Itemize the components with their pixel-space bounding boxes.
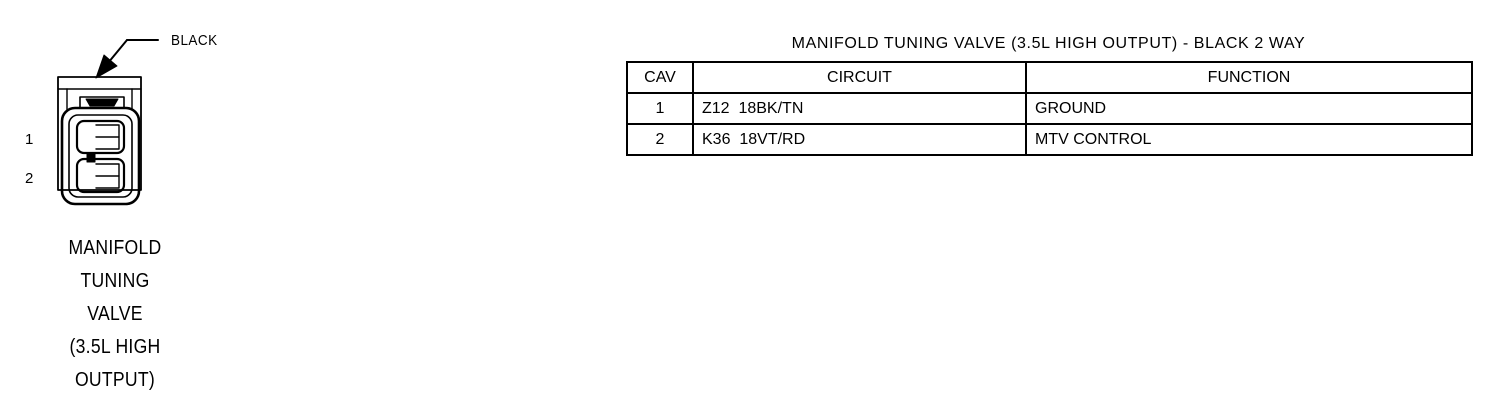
connector-face: [60, 106, 141, 206]
header-function: FUNCTION: [1025, 61, 1473, 94]
table-row: 1 Z12 18BK/TN GROUND: [626, 92, 1473, 125]
cell-function: MTV CONTROL: [1025, 123, 1473, 156]
pinout-table: CAV CIRCUIT FUNCTION 1 Z12 18BK/TN GROUN…: [626, 61, 1473, 156]
table-title: MANIFOLD TUNING VALVE (3.5L HIGH OUTPUT)…: [791, 35, 1306, 52]
connector-caption: MANIFOLD TUNING VALVE (3.5L HIGH OUTPUT): [40, 232, 190, 397]
caption-line: (3.5L HIGH: [69, 336, 161, 358]
cavity-number-label: 2: [25, 170, 34, 187]
caption-line: TUNING: [80, 270, 150, 292]
connector-housing: [57, 76, 142, 191]
caption-line: MANIFOLD: [68, 237, 162, 259]
cavity-number-label: 1: [25, 131, 34, 148]
cell-circuit: Z12 18BK/TN: [692, 92, 1027, 125]
header-cav: CAV: [626, 61, 694, 94]
cavity-1: [75, 119, 126, 155]
cell-circuit: K36 18VT/RD: [692, 123, 1027, 156]
cell-cav: 2: [626, 123, 694, 156]
table-header-row: CAV CIRCUIT FUNCTION: [626, 61, 1473, 94]
callout-color-label: BLACK: [171, 32, 218, 49]
cavity-2: [75, 157, 126, 194]
polarizing-key: [86, 152, 96, 163]
caption-line: VALVE: [87, 303, 143, 325]
connector-latch: [79, 96, 125, 109]
connector-face-drawing: [57, 39, 159, 206]
header-circuit: CIRCUIT: [692, 61, 1027, 94]
cell-function: GROUND: [1025, 92, 1473, 125]
caption-line: OUTPUT): [74, 369, 156, 391]
table-row: 2 K36 18VT/RD MTV CONTROL: [626, 123, 1473, 156]
callout-leader: [95, 39, 159, 79]
cell-cav: 1: [626, 92, 694, 125]
